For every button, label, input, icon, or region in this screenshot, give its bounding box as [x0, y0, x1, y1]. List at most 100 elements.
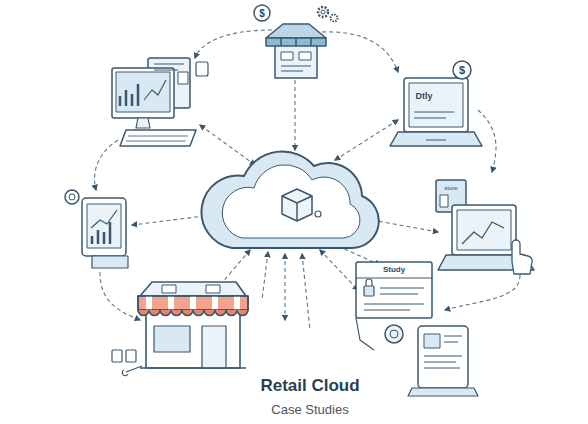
cloud-connectors-part [220, 250, 250, 285]
laptop-with-hand-part [462, 222, 504, 244]
dashed-ring-part [95, 140, 118, 190]
dashed-ring-part [478, 110, 496, 172]
cloud-connectors-part [200, 125, 255, 165]
laptop-dashboard-part [414, 112, 454, 118]
store-front-part [149, 296, 237, 310]
laptop-dashboard-part [409, 83, 463, 127]
document-heading: Study [381, 266, 407, 275]
analytics-monitor-part [112, 68, 174, 118]
store-front-part [146, 308, 240, 368]
dashed-ring-part [100, 272, 140, 320]
cloud-connectors-part [132, 215, 212, 225]
laptop-dashboard-part [404, 78, 468, 132]
cloud-connectors-part [302, 254, 310, 330]
tablet-chart [65, 190, 128, 268]
case-study-document-part [366, 279, 372, 286]
dashed-ring-part [195, 30, 272, 58]
laptop-with-hand-part [452, 205, 516, 255]
tablet-chart-part [82, 198, 126, 256]
package-store-icon-part [254, 5, 270, 21]
dashed-ring-part [445, 275, 520, 310]
cloud-connectors-part [262, 252, 268, 300]
case-study-document-part [356, 278, 432, 279]
case-study-document-part [390, 330, 398, 338]
cloud-part [315, 211, 321, 217]
analytics-monitor-part [136, 118, 150, 128]
tablet-chart-part [65, 190, 79, 204]
cloud-connectors-part [294, 80, 295, 150]
tablet-chart-part [92, 256, 128, 268]
store-front [112, 282, 248, 376]
cloud-connectors-part [320, 250, 358, 290]
case-study-document-part [356, 262, 432, 318]
cloud-part [282, 196, 312, 221]
package-store-icon-part [281, 52, 293, 60]
cloud [202, 151, 379, 248]
laptop-with-hand-part [440, 195, 448, 207]
laptop-dashboard-part [453, 61, 471, 79]
case-study-document-part [364, 286, 374, 296]
case-study-document-part [424, 336, 462, 368]
analytics-monitor-part [144, 80, 166, 100]
laptop-with-hand-part [512, 240, 532, 274]
laptop-dashboard-part [426, 140, 446, 141]
analytics-monitor-part [116, 72, 170, 112]
package-store-icon-part [266, 24, 326, 38]
laptop-with-hand [436, 180, 534, 274]
package-store-icon [254, 5, 338, 78]
cloud-connectors-part [335, 120, 398, 160]
card-text: store [442, 185, 459, 192]
currency-icon-text: $ [257, 8, 267, 19]
package-store-icon-part [281, 66, 311, 71]
store-front-part [112, 350, 122, 362]
analytics-monitor-part [196, 62, 208, 76]
currency-icon-text: $ [457, 64, 467, 76]
laptop-with-hand-part [457, 210, 511, 250]
analytics-monitor [112, 58, 208, 146]
store-front-part [126, 350, 136, 362]
store-front-part [202, 326, 226, 368]
dashed-ring-part [322, 32, 398, 72]
cloud-part [282, 189, 312, 221]
analytics-monitor-part [120, 130, 196, 146]
cloud-connectors-part [372, 220, 438, 232]
tablet-chart-part [91, 210, 117, 228]
diagram-title: Retail Cloud [258, 377, 361, 396]
case-study-document-part [364, 288, 424, 310]
store-front-part [140, 282, 246, 296]
tablet-chart-part [69, 194, 75, 200]
store-front-part [138, 310, 248, 316]
store-front-part [138, 296, 248, 310]
package-store-icon-part [275, 38, 317, 78]
package-store-icon-part [318, 7, 328, 17]
case-study-document-part [356, 318, 374, 350]
store-front-part [206, 285, 220, 293]
analytics-monitor-part [178, 72, 188, 84]
tablet-chart-part [87, 204, 121, 248]
analytics-monitor-part [120, 84, 138, 106]
store-front-part [162, 285, 176, 293]
analytics-monitor-part [154, 64, 184, 70]
package-store-icon-part [281, 38, 311, 46]
case-study-document [356, 262, 478, 396]
store-front-part [122, 366, 142, 376]
diagram-caption: Case Studies [269, 403, 350, 417]
cloud-connectors-part [284, 254, 285, 320]
laptop-dashboard-part [390, 132, 482, 146]
store-front-part [154, 326, 190, 352]
package-store-icon-part [266, 38, 326, 46]
dashed-ring [95, 30, 520, 320]
screen-text: Dtly [413, 92, 434, 102]
analytics-monitor-part [126, 136, 188, 141]
cloud-connectors [132, 80, 438, 330]
case-study-document-part [408, 388, 478, 396]
package-store-icon-part [331, 15, 338, 22]
package-store-icon-part [299, 52, 311, 60]
case-study-document-part [385, 325, 403, 343]
package-store-icon-part [321, 10, 325, 14]
cloud-part [222, 165, 360, 238]
case-study-document-part [424, 334, 440, 348]
cloud-part [202, 151, 379, 248]
